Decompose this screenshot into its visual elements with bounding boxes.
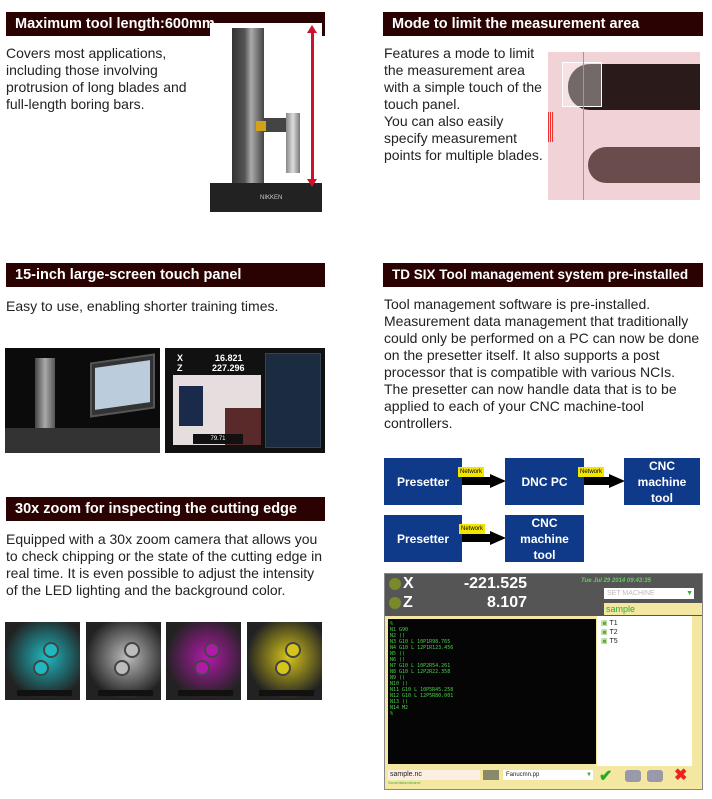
lock-icon <box>389 597 401 609</box>
code-line: N11 G10 L 10P5R45.258 <box>390 687 454 693</box>
tool-label: T5 <box>609 638 618 645</box>
code-line: N7 G10 L 10P2R54.261 <box>390 663 451 669</box>
measure-area-text: Features a mode to limit the measurement… <box>384 45 543 163</box>
touch-panel-text: Easy to use, enabling shorter training t… <box>6 298 279 314</box>
tool-list-item[interactable]: ▣ T2 <box>601 628 688 637</box>
arrow-icon <box>490 531 506 545</box>
zoom-camera-image <box>5 622 80 700</box>
datetime: Tue Jul 29 2014 09:43:35 <box>581 578 651 584</box>
cnc-machine-box: CNC machine tool <box>624 458 700 505</box>
chevron-down-icon: ▼ <box>686 590 693 597</box>
presetter-box: Presetter <box>384 515 462 562</box>
post-processor-select[interactable]: Fanucmn.pp ▼ <box>503 770 593 780</box>
axis-z-label: Z <box>177 363 183 373</box>
arrow-icon <box>609 474 625 488</box>
tool-list-item[interactable]: ▣ T5 <box>601 637 688 646</box>
tool-transfer-icon[interactable] <box>625 770 641 782</box>
touch-panel-screen: X 16.821 Z 227.296 79.71 <box>165 348 325 453</box>
code-line: N12 G10 L 12P5R80.001 <box>390 693 454 699</box>
network-label: Network <box>459 524 486 534</box>
touch-panel-photo <box>5 348 160 453</box>
code-line: % <box>390 711 394 717</box>
measure-area-image <box>548 52 700 200</box>
code-line: N1 G90 <box>390 627 409 633</box>
zoom-toolbar <box>17 690 72 696</box>
tool-length-text: Covers most applications, including thos… <box>6 45 187 112</box>
zoom-text: Equipped with a 30x zoom camera that all… <box>6 531 322 598</box>
tool-icon: ▣ <box>601 638 610 645</box>
code-line: N13 () <box>390 699 409 705</box>
cnc-machine-box: CNC machine tool <box>505 515 584 562</box>
cancel-x-icon[interactable]: ✖ <box>674 767 688 784</box>
axis-z-label: Z <box>403 594 413 611</box>
folder-name: sample <box>604 603 702 615</box>
code-line: % <box>390 621 394 627</box>
tool-label: T1 <box>609 620 618 627</box>
folder-browse-button[interactable] <box>483 770 499 780</box>
machine-select[interactable]: SET MACHINE ▼ <box>604 588 694 599</box>
tool-icon: ▣ <box>601 629 610 636</box>
tool-list-item[interactable]: ▣ T1 <box>601 619 688 628</box>
axis-z-value: 227.296 <box>212 363 245 373</box>
code-line: N8 G10 L 12P2R22.358 <box>390 669 451 675</box>
axis-x-label: X <box>403 575 414 592</box>
code-line: N9 () <box>390 675 406 681</box>
file-path: /home/nikken/shared <box>388 781 421 785</box>
arrow-icon <box>490 474 506 488</box>
axis-x-value: -221.525 <box>463 575 527 592</box>
filename-input[interactable]: sample.nc <box>388 770 480 780</box>
code-line: N10 () <box>390 681 409 687</box>
tdsix-text: Tool management software is pre-installe… <box>384 296 700 431</box>
zoom-camera-image <box>166 622 241 700</box>
code-line: N2 () <box>390 633 406 639</box>
tool-icon: ▣ <box>601 620 610 627</box>
network-label: Network <box>458 467 485 477</box>
zoom-toolbar <box>259 690 314 696</box>
axis-z-value: 8.107 <box>486 594 527 611</box>
code-line: N3 G10 L 10P1R98.765 <box>390 639 451 645</box>
code-line: N5 () <box>390 651 406 657</box>
brand-label: NIKKEN <box>260 195 283 201</box>
tdsix-software-screenshot: X -221.525 Z 8.107 Tue Jul 29 2014 09:43… <box>384 573 703 790</box>
machine-select-value: SET MACHINE <box>607 590 655 597</box>
post-processor-value: Fanucmn.pp <box>506 772 540 778</box>
code-line: N4 G10 L 12P1R123.456 <box>390 645 454 651</box>
lock-icon <box>389 578 401 590</box>
axis-x-label: X <box>177 353 184 363</box>
section-title-zoom: 30x zoom for inspecting the cutting edge <box>6 497 325 521</box>
confirm-check-icon[interactable]: ✔ <box>599 768 613 785</box>
section-title-touch-panel: 15-inch large-screen touch panel <box>6 263 325 287</box>
zoom-camera-image <box>86 622 161 700</box>
zoom-toolbar <box>178 690 233 696</box>
code-line: N14 M2 <box>390 705 409 711</box>
axis-x-value: 16.821 <box>215 353 243 363</box>
network-label: Network <box>578 467 605 477</box>
zoom-toolbar <box>98 690 153 696</box>
section-title-measure-area: Mode to limit the measurement area <box>383 12 703 36</box>
tool-list[interactable]: ▣ T1▣ T2▣ T5 <box>597 616 692 766</box>
section-title-tdsix: TD SIX Tool management system pre-instal… <box>383 263 703 287</box>
dnc-pc-box: DNC PC <box>505 458 584 505</box>
presetter-photo: NIKKEN <box>210 23 322 212</box>
tool-transfer-icon[interactable] <box>647 770 663 782</box>
readout-value: 79.71 <box>193 434 243 444</box>
chevron-down-icon: ▼ <box>586 772 592 778</box>
zoom-camera-image <box>247 622 322 700</box>
tool-label: T2 <box>609 629 618 636</box>
code-line: N6 () <box>390 657 406 663</box>
presetter-box: Presetter <box>384 458 462 505</box>
